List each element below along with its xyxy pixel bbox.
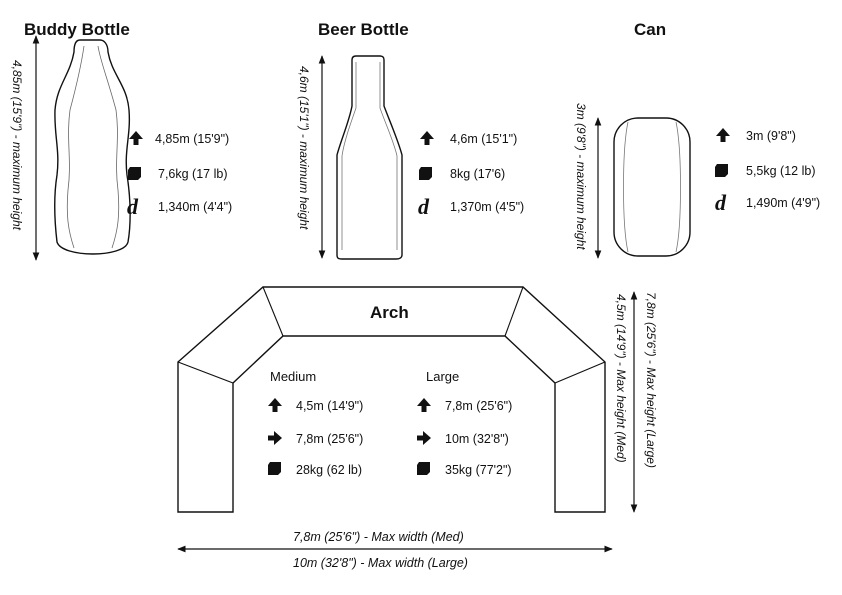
arch-max-height-med-label: 4,5m (14'9") - Max height (Med): [614, 294, 628, 463]
beer-height-value: 4,6m (15'1"): [450, 132, 518, 146]
diameter-icon: d: [715, 190, 726, 215]
beer-bottle-inner: [341, 62, 398, 250]
buddy-weight-value: 7,6kg (17 lb): [158, 167, 228, 181]
arch-max-height-large-label: 7,8m (25'6") - Max height (Large): [644, 292, 658, 468]
buddy-bottle-title: Buddy Bottle: [24, 20, 130, 39]
buddy-bottle-inner: [66, 45, 120, 249]
can-outline: [613, 117, 691, 257]
beer-bottle-outline: [336, 55, 403, 260]
buddy-bottle-outline: [53, 39, 131, 255]
buddy-height-label: 4,85m (15'9") - maximum height: [10, 60, 24, 230]
arrow-up-icon: [420, 131, 434, 145]
can-diameter-value: 1,490m (4'9"): [746, 196, 821, 210]
can-weight-value: 5,5kg (12 lb): [746, 164, 816, 178]
diameter-icon: d: [418, 194, 429, 219]
beer-bottle-title: Beer Bottle: [318, 20, 409, 39]
weight-block-icon: [715, 164, 728, 177]
arch-large-weight: 35kg (77'2"): [445, 463, 512, 477]
beer-diameter-value: 1,370m (4'5"): [450, 200, 525, 214]
can-title: Can: [634, 20, 667, 39]
arrow-right-icon: [417, 431, 431, 445]
arrow-up-icon: [268, 398, 282, 412]
buddy-height-value: 4,85m (15'9"): [155, 132, 230, 146]
arch-medium-height: 4,5m (14'9"): [296, 399, 364, 413]
can-height-label: 3m (9'8") - maximum height: [574, 103, 588, 250]
can-height-value: 3m (9'8"): [746, 129, 796, 143]
arrow-up-icon: [417, 398, 431, 412]
buddy-diameter-value: 1,340m (4'4"): [158, 200, 233, 214]
arrow-up-icon: [129, 131, 143, 145]
arch-medium-width: 7,8m (25'6"): [296, 432, 364, 446]
arrow-up-icon: [716, 128, 730, 142]
weight-block-icon: [268, 462, 281, 475]
beer-height-label: 4,6m (15'1") - maximum height: [297, 66, 311, 230]
arch-medium-weight: 28kg (62 lb): [296, 463, 363, 477]
diameter-icon: d: [127, 194, 138, 219]
arch-large-width: 10m (32'8"): [445, 432, 509, 446]
weight-block-icon: [419, 167, 432, 180]
arch-medium-label: Medium: [270, 369, 317, 384]
arch-max-width-large-label: 10m (32'8") - Max width (Large): [293, 556, 468, 570]
can-inner: [623, 121, 681, 253]
arch-large-label: Large: [426, 369, 460, 384]
arch-large-height: 7,8m (25'6"): [445, 399, 513, 413]
arrow-right-icon: [268, 431, 282, 445]
weight-block-icon: [128, 167, 141, 180]
arch-max-width-med-label: 7,8m (25'6") - Max width (Med): [293, 530, 464, 544]
weight-block-icon: [417, 462, 430, 475]
arch-title: Arch: [370, 303, 409, 322]
arch-joints: [177, 286, 606, 384]
beer-weight-value: 8kg (17'6): [450, 167, 506, 181]
